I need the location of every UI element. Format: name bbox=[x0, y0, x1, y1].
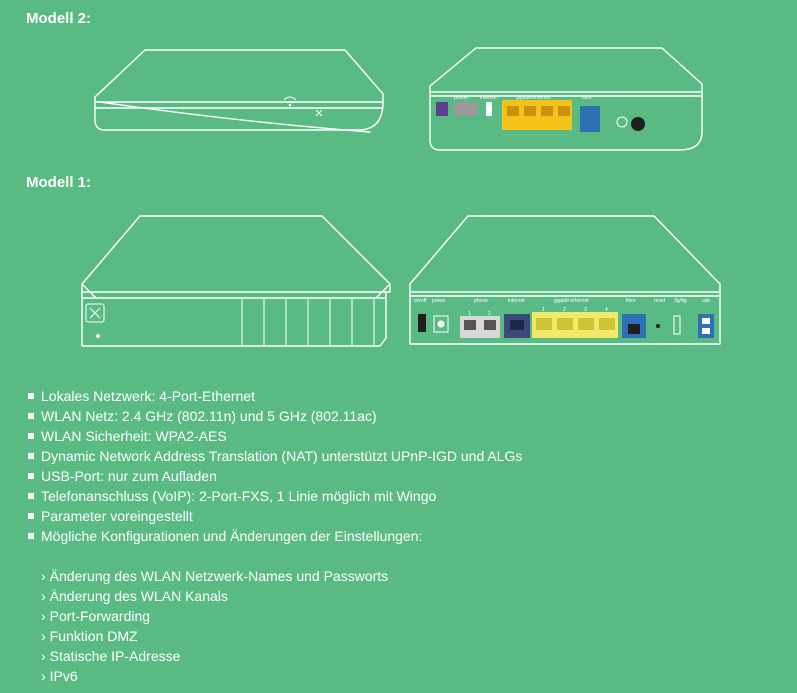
feature-text: Lokales Netzwerk: 4-Port-Ethernet bbox=[41, 388, 255, 404]
feature-text: Telefonanschluss (VoIP): 2-Port-FXS, 1 L… bbox=[41, 488, 437, 504]
feature-list: Lokales Netzwerk: 4-Port-Ethernet WLAN N… bbox=[28, 386, 522, 546]
chevron-right-icon: › bbox=[41, 628, 46, 644]
configuration-text: Funktion DMZ bbox=[49, 628, 138, 644]
model-2-heading: Modell 2: bbox=[26, 10, 92, 27]
chevron-right-icon: › bbox=[41, 608, 46, 624]
model-1-gigabit-port-2: 2 bbox=[563, 307, 566, 313]
configuration-item: ›Änderung des WLAN Kanals bbox=[41, 586, 388, 606]
model-2-label-phone: phone bbox=[454, 95, 468, 101]
model-1-label-4g: 3g/4g bbox=[674, 298, 687, 304]
feature-item: Dynamic Network Address Translation (NAT… bbox=[28, 446, 522, 466]
model-1-label-power: power bbox=[432, 298, 446, 304]
feature-item: WLAN Sicherheit: WPA2-AES bbox=[28, 426, 522, 446]
bullet-square-icon bbox=[28, 453, 34, 459]
model-1-gigabit-port-4: 4 bbox=[605, 307, 608, 313]
chevron-right-icon: › bbox=[41, 568, 46, 584]
configuration-item: ›Funktion DMZ bbox=[41, 626, 388, 646]
feature-item: Parameter voreingestellt bbox=[28, 506, 522, 526]
feature-text: USB-Port: nur zum Aufladen bbox=[41, 468, 217, 484]
configuration-text: Änderung des WLAN Kanals bbox=[49, 588, 228, 604]
feature-item: Mögliche Konfigurationen und Änderungen … bbox=[28, 526, 522, 546]
configuration-text: Änderung des WLAN Netzwerk-Names und Pas… bbox=[49, 568, 389, 584]
feature-item: Telefonanschluss (VoIP): 2-Port-FXS, 1 L… bbox=[28, 486, 522, 506]
configuration-list: ›Änderung des WLAN Netzwerk-Names und Pa… bbox=[41, 566, 388, 686]
bullet-square-icon bbox=[28, 433, 34, 439]
bullet-square-icon bbox=[28, 493, 34, 499]
feature-text: Mögliche Konfigurationen und Änderungen … bbox=[41, 528, 423, 544]
model-1-label-fibre: fibre bbox=[626, 298, 636, 304]
configuration-text: Statische IP-Adresse bbox=[49, 648, 181, 664]
model-1-label-gigabit: gigabit-ethernet bbox=[554, 298, 589, 304]
feature-item: WLAN Netz: 2.4 GHz (802.11n) und 5 GHz (… bbox=[28, 406, 522, 426]
bullet-square-icon bbox=[28, 413, 34, 419]
bullet-square-icon bbox=[28, 513, 34, 519]
model-1-front-illustration bbox=[81, 215, 391, 347]
model-1-phone-port-1: 1 bbox=[468, 311, 471, 317]
bullet-square-icon bbox=[28, 473, 34, 479]
model-2-label-internet: internet bbox=[480, 95, 497, 101]
model-2-front-illustration bbox=[94, 49, 384, 133]
model-1-label-onoff: on/off bbox=[414, 298, 427, 304]
configuration-item: ›IPv6 bbox=[41, 666, 388, 686]
configuration-text: Port-Forwarding bbox=[49, 608, 151, 624]
feature-text: Parameter voreingestellt bbox=[41, 508, 193, 524]
model-2-back-illustration: phone internet gigabit-ethernet fibre bbox=[429, 47, 703, 151]
chevron-right-icon: › bbox=[41, 588, 46, 604]
model-1-label-internet: internet bbox=[508, 298, 525, 304]
model-1-label-reset: reset bbox=[654, 298, 666, 304]
model-1-gigabit-port-1: 1 bbox=[542, 307, 545, 313]
configuration-text: IPv6 bbox=[49, 668, 78, 684]
feature-text: Dynamic Network Address Translation (NAT… bbox=[41, 448, 523, 464]
configuration-item: ›Statische IP-Adresse bbox=[41, 646, 388, 666]
model-2-label-gigabit: gigabit-ethernet bbox=[516, 95, 551, 101]
feature-text: WLAN Sicherheit: WPA2-AES bbox=[41, 428, 227, 444]
bullet-square-icon bbox=[28, 393, 34, 399]
model-1-label-phone: phone bbox=[474, 298, 488, 304]
feature-item: USB-Port: nur zum Aufladen bbox=[28, 466, 522, 486]
bullet-square-icon bbox=[28, 533, 34, 539]
chevron-right-icon: › bbox=[41, 648, 46, 664]
model-2-label-fibre: fibre bbox=[582, 95, 592, 101]
configuration-item: ›Port-Forwarding bbox=[41, 606, 388, 626]
model-1-label-usb: usb bbox=[702, 298, 710, 304]
configuration-item: ›Änderung des WLAN Netzwerk-Names und Pa… bbox=[41, 566, 388, 586]
model-1-phone-port-2: 2 bbox=[488, 311, 491, 317]
chevron-right-icon: › bbox=[41, 668, 46, 684]
feature-text: WLAN Netz: 2.4 GHz (802.11n) und 5 GHz (… bbox=[41, 408, 377, 424]
model-1-back-illustration: on/off power phone internet gigabit-ethe… bbox=[409, 215, 721, 345]
model-1-heading: Modell 1: bbox=[26, 174, 92, 191]
model-1-gigabit-port-3: 3 bbox=[584, 307, 587, 313]
feature-item: Lokales Netzwerk: 4-Port-Ethernet bbox=[28, 386, 522, 406]
